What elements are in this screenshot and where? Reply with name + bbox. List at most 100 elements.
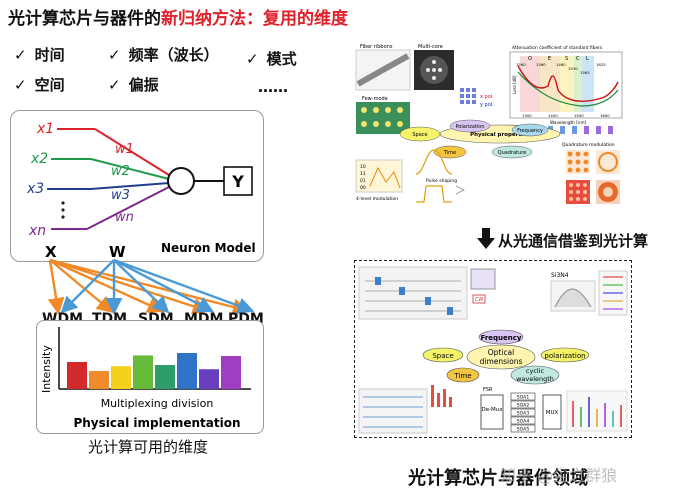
checklist-label: …… xyxy=(258,78,288,96)
qam-grid-1 xyxy=(566,150,590,174)
band-c-label: C xyxy=(576,56,580,62)
neuron-node xyxy=(167,167,195,195)
input-x3-label: x3 xyxy=(26,181,44,197)
optical-dimensions-panel: CW Si3N4 Frequency Optical dimensions Sp… xyxy=(354,260,632,438)
ellipsis-dot xyxy=(61,201,65,205)
fiber-ribbon-shape xyxy=(356,53,410,87)
dimensions-label: dimensions xyxy=(480,357,523,366)
polarization-label: polarization xyxy=(544,352,585,360)
x-group-label: X xyxy=(45,243,57,261)
input-x1-label: x1 xyxy=(36,121,54,137)
soa-label: SOA1 xyxy=(517,395,530,401)
intensity-bar xyxy=(199,369,219,389)
space-label: Space xyxy=(432,352,453,360)
output-comb xyxy=(598,270,628,316)
page-title: 光计算芯片与器件的新归纳方法：复用的维度 xyxy=(8,4,348,29)
space-label: Space xyxy=(412,132,427,138)
down-arrow-icon xyxy=(477,228,495,249)
title-prefix: 光计算芯片与器件的 xyxy=(8,9,161,29)
polarization-label: Polarization xyxy=(455,124,484,130)
left-caption: 光计算可用的维度 xyxy=(88,438,209,456)
soa-label: SOA4 xyxy=(517,419,530,425)
time-ellipse xyxy=(433,145,467,159)
right-caption: 光计算芯片与器件领域 xyxy=(408,468,588,489)
quadrature-ellipse xyxy=(491,145,533,159)
weight-w3-line xyxy=(90,182,170,190)
intensity-bar xyxy=(155,365,175,389)
cyclic-label: cyclic xyxy=(526,367,545,375)
mux-label: MUX xyxy=(546,410,559,416)
multi-core-label: Multi-core xyxy=(418,44,443,50)
four-level-panel xyxy=(355,159,403,193)
band-e-fill xyxy=(540,56,560,112)
schematic-block-4 xyxy=(358,388,428,434)
x-tick-label: 1400 xyxy=(548,113,558,118)
band-s-fill xyxy=(560,56,574,112)
fiber-ribbons-label: Fiber ribbons xyxy=(360,44,393,50)
band-value-label: 1360 xyxy=(536,62,546,67)
mux-box xyxy=(542,394,562,430)
w-group-label: W xyxy=(109,243,126,261)
weight-wn-line xyxy=(86,186,170,230)
quadrature-label: Quadrature xyxy=(498,150,527,156)
soa-label: SOA3 xyxy=(517,411,530,417)
x-tick-label: 1300 xyxy=(522,113,532,118)
checklist-item-polarization: ✓偏振 xyxy=(108,74,159,95)
wavelength-label: wavelength xyxy=(516,375,554,383)
frequency-ellipse xyxy=(478,329,524,345)
intensity-bar xyxy=(89,371,109,389)
frequency-ellipse xyxy=(511,123,549,137)
pulse-shaping-label: Pulse shaping xyxy=(426,178,457,184)
input-x2-label: x2 xyxy=(30,151,48,167)
output-box xyxy=(223,166,253,196)
schematic-block-1 xyxy=(358,266,468,320)
time-label: Time xyxy=(453,372,471,380)
spectrum-hump xyxy=(554,288,592,308)
weight-w2-line xyxy=(90,158,170,180)
level-label: 11 xyxy=(360,171,366,177)
band-s-label: S xyxy=(565,56,568,62)
band-value-label: 1460 xyxy=(556,62,566,67)
wavelength-axis-label: Wavelength [nm] xyxy=(550,120,587,125)
qam-grid-3 xyxy=(566,180,590,204)
checklist-label: 空间 xyxy=(34,76,65,94)
physical-implementation-panel: Intensity Multiplexing division Physical… xyxy=(36,320,264,434)
few-mode-label: Few-mode xyxy=(362,96,388,102)
physical-implementation-label: Physical implementation xyxy=(73,416,240,430)
physical-properties-label: Physical properties xyxy=(470,132,531,138)
x-tick-label: 1600 xyxy=(600,113,610,118)
level-label: 01 xyxy=(360,178,366,184)
pulse-top xyxy=(415,149,453,175)
x-arrows xyxy=(47,258,250,316)
checklist-item-ellipsis: …… xyxy=(258,78,288,96)
attenuation-curve-2 xyxy=(517,71,619,107)
checklist-item-frequency: ✓频率（波长） xyxy=(108,44,219,65)
cw-label: CW xyxy=(475,297,483,303)
level-label: 10 xyxy=(360,164,366,170)
checklist-item-space: ✓空间 xyxy=(14,74,65,95)
weight-w2-label: w2 xyxy=(111,164,130,179)
ellipsis-dot xyxy=(61,208,65,212)
y-pol-label: y pol. xyxy=(480,102,494,108)
polarization-ellipse xyxy=(449,119,491,133)
x-pol-label: x pol. xyxy=(480,94,494,100)
fan-arrows xyxy=(47,258,255,316)
band-value-label: 1530 xyxy=(568,66,578,71)
quadrature-modulation-label: Quadrature modulation xyxy=(562,142,615,148)
title-highlight: 新归纳方法：复用的维度 xyxy=(161,9,348,29)
optical-dimensions-figure: CW Si3N4 Frequency Optical dimensions Sp… xyxy=(358,266,628,434)
band-o-label: O xyxy=(528,56,532,62)
intensity-bars: Intensity Multiplexing division Physical… xyxy=(40,327,251,430)
intensity-bar xyxy=(221,356,241,389)
w-arrows xyxy=(60,258,255,315)
attenuation-title: Attenuation coefficient of standard fibe… xyxy=(512,45,603,51)
neuron-diagram: x1 x2 x3 xn w1 w2 w3 wn Y X W Neuron Mod… xyxy=(26,121,256,261)
schematic-block-2 xyxy=(470,268,496,290)
fsr-label: FSR xyxy=(483,387,493,393)
checklist-label: 模式 xyxy=(266,50,297,68)
soa-label: SOA2 xyxy=(517,403,530,409)
check-mark-icon: ✓ xyxy=(108,46,121,64)
check-mark-icon: ✓ xyxy=(108,76,121,94)
frequency-label: Frequency xyxy=(517,128,543,134)
output-label: Y xyxy=(231,172,244,191)
